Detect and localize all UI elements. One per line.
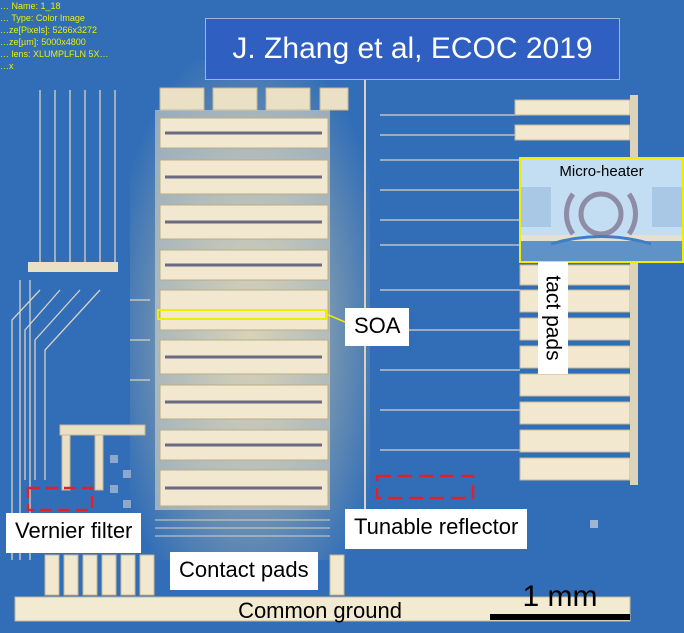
micro-heater-inset: Micro-heater bbox=[519, 157, 684, 263]
micro-heater-image bbox=[521, 159, 682, 261]
meta-line: …ze[µm]: 5000x4800 bbox=[0, 37, 86, 47]
contact-pads-right-label: tact pads bbox=[538, 262, 568, 374]
citation-title: J. Zhang et al, ECOC 2019 bbox=[205, 18, 620, 80]
meta-line: … Type: Color Image bbox=[0, 13, 85, 23]
micro-heater-label: Micro-heater bbox=[559, 163, 644, 180]
meta-line: … lens: XLUMPLFLN 5X… bbox=[0, 49, 109, 59]
scale-bar-label: 1 mm bbox=[522, 580, 598, 613]
vernier-filter-label: Vernier filter bbox=[6, 513, 142, 553]
tunable-reflector-label: Tunable reflector bbox=[345, 509, 528, 549]
meta-line: … Name: 1_18 bbox=[0, 1, 61, 11]
meta-line: …x bbox=[0, 61, 14, 71]
scale-bar bbox=[490, 614, 630, 620]
microscope-metadata: … Name: 1_18 … Type: Color Image …ze[Pix… bbox=[0, 0, 109, 72]
contact-pads-right-text: tact pads bbox=[542, 275, 566, 361]
soa-label: SOA bbox=[345, 308, 410, 346]
meta-line: …ze[Pixels]: 5266x3272 bbox=[0, 25, 98, 35]
common-ground-label: Common ground bbox=[238, 598, 402, 623]
contact-pads-label: Contact pads bbox=[170, 552, 318, 590]
